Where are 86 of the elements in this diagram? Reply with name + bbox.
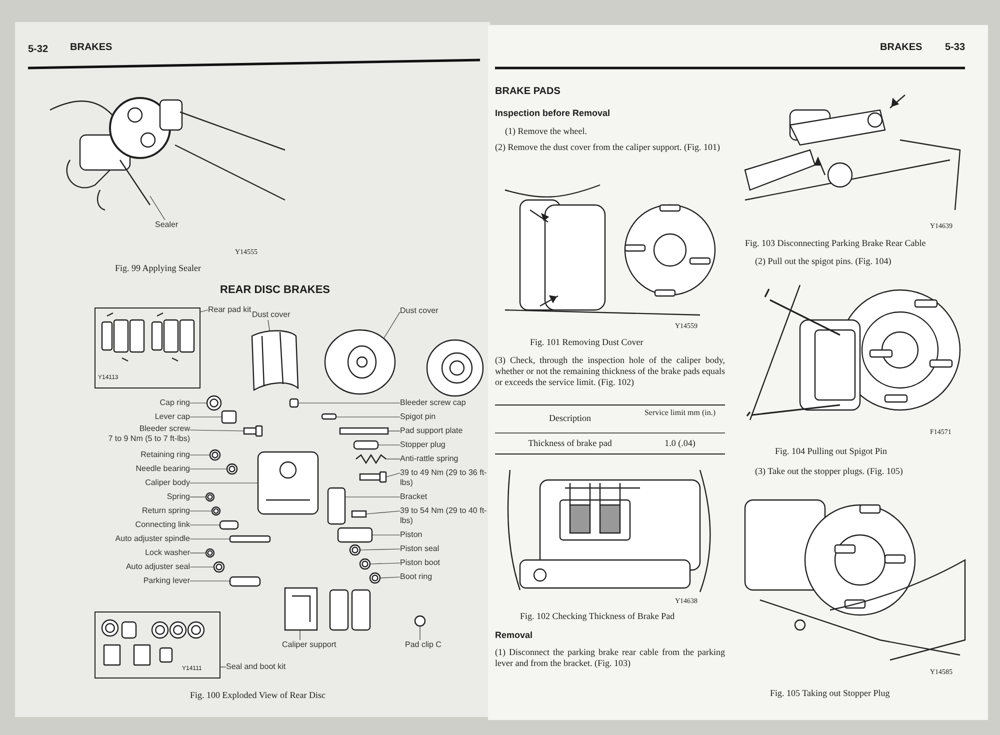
figure-caption: Fig. 99 Applying Sealer bbox=[115, 263, 202, 274]
leader-line bbox=[298, 402, 400, 404]
leader-line bbox=[344, 496, 400, 498]
torque-value: 7 to 9 Nm (5 to 7 ft-lbs) bbox=[107, 434, 190, 444]
leader-line bbox=[190, 416, 222, 418]
page-number: 5-32 bbox=[28, 44, 50, 56]
table-header: Service limit mm (in.) bbox=[643, 408, 717, 418]
leader-line bbox=[190, 482, 258, 484]
callout-label: Spring bbox=[95, 492, 190, 502]
callout-label: Pad support plate bbox=[400, 426, 490, 436]
callout-label: Lever cap bbox=[95, 412, 190, 422]
instruction-text: (2) Remove the dust cover from the caliper support. (Fig. 101) bbox=[495, 142, 721, 153]
leader-line bbox=[360, 548, 400, 550]
callout-label: Stopper plug bbox=[400, 440, 490, 450]
callout-label: Piston bbox=[400, 530, 490, 540]
running-head: BRAKES bbox=[880, 42, 924, 54]
callout-label: 39 to 54 Nm (29 to 40 ft-lbs) bbox=[400, 506, 490, 526]
leader-line bbox=[388, 430, 400, 432]
figure-caption: Fig. 103 Disconnecting Parking Brake Rear Cable bbox=[745, 238, 927, 249]
callout-label: Bleeder screw cap bbox=[400, 398, 490, 408]
leader-line bbox=[190, 552, 206, 554]
figure-caption: Fig. 102 Checking Thickness of Brake Pad bbox=[520, 611, 676, 622]
instruction-text: (3) Check, through the inspection hole of the caliper body, whether or not the remaining thickness of the brake pads equals or exceeds the service limit. (Fig. 102) bbox=[495, 355, 725, 388]
leader-line bbox=[220, 666, 226, 668]
callout-label: Caliper support bbox=[282, 640, 352, 650]
leader-line bbox=[386, 472, 400, 478]
instruction-text: (3) Take out the stopper plugs. (Fig. 105) bbox=[755, 466, 904, 477]
leader-line bbox=[200, 310, 208, 312]
subsection-heading: Removal bbox=[495, 630, 534, 641]
page-number: 5-33 bbox=[945, 42, 966, 54]
leader-line bbox=[190, 524, 220, 526]
instruction-text: (1) Remove the wheel. bbox=[505, 126, 588, 137]
callout-label: Lock washer bbox=[95, 548, 190, 558]
leader-line bbox=[386, 458, 400, 460]
instruction-text: (2) Pull out the spigot pins. (Fig. 104) bbox=[755, 256, 892, 267]
leader-line bbox=[366, 510, 400, 514]
leader-line bbox=[190, 430, 244, 432]
callout-label: Parking lever bbox=[95, 576, 190, 586]
callout-label: Spigot pin bbox=[400, 412, 490, 422]
callout-label: Cap ring bbox=[95, 398, 190, 408]
figure-caption: Fig. 100 Exploded View of Rear Disc bbox=[190, 690, 327, 701]
callout-label: Auto adjuster spindle bbox=[95, 534, 190, 544]
figure-caption: Fig. 101 Removing Dust Cover bbox=[530, 337, 644, 348]
leader-line bbox=[190, 468, 228, 470]
subsection-heading: Inspection before Removal bbox=[495, 108, 612, 119]
callout-label: 39 to 49 Nm (29 to 36 ft-lbs) bbox=[400, 468, 490, 488]
leader-line bbox=[370, 562, 400, 564]
callout-label: Boot ring bbox=[400, 572, 490, 582]
leader-line bbox=[190, 402, 208, 404]
callout-label: Piston seal bbox=[400, 544, 490, 554]
callout-label: Connecting link bbox=[95, 520, 190, 530]
callout-label: Bracket bbox=[400, 492, 490, 502]
instruction-text: (1) Disconnect the parking brake rear cable from the parking lever and from the bracket. (Fig. 103) bbox=[495, 647, 725, 669]
leader-line bbox=[378, 444, 400, 446]
table-cell-text: Thickness of brake pad bbox=[527, 438, 613, 449]
leader-line bbox=[336, 416, 400, 418]
section-heading: BRAKE PADS bbox=[495, 86, 562, 98]
leader-line bbox=[150, 196, 166, 220]
callout-label: Caliper body bbox=[95, 478, 190, 488]
table-cell-text: 1.0 (.04) bbox=[664, 438, 696, 449]
leader-line bbox=[190, 538, 230, 540]
leader-line bbox=[190, 566, 214, 568]
leader-line bbox=[190, 510, 212, 512]
callout-label: Piston boot bbox=[400, 558, 490, 568]
callout-label: Bleeder screw bbox=[138, 424, 190, 434]
table-header: Description bbox=[548, 413, 592, 424]
figure-caption: Fig. 104 Pulling out Spigot Pin bbox=[775, 446, 888, 457]
callout-label: Auto adjuster seal bbox=[95, 562, 190, 572]
callout-label: Sealer bbox=[155, 220, 187, 230]
callout-label: Anti-rattle spring bbox=[400, 454, 490, 464]
callout-label: Seal and boot kit bbox=[226, 662, 306, 672]
callout-label: Pad clip C bbox=[405, 640, 455, 650]
leader-line bbox=[384, 312, 400, 338]
callout-label: Dust cover bbox=[400, 306, 446, 316]
figure-caption: Fig. 105 Taking out Stopper Plug bbox=[770, 688, 891, 699]
leader-line bbox=[190, 454, 210, 456]
callout-label: Retaining ring bbox=[95, 450, 190, 460]
section-heading: REAR DISC BRAKES bbox=[220, 284, 332, 298]
callout-label: Needle bearing bbox=[95, 464, 190, 474]
callout-label: Dust cover bbox=[252, 310, 298, 320]
leader-line bbox=[380, 576, 400, 578]
leader-line bbox=[190, 580, 230, 582]
leader-line bbox=[372, 534, 400, 536]
running-head: BRAKES bbox=[70, 42, 114, 54]
leader-line bbox=[190, 496, 206, 498]
callout-label: Return spring bbox=[95, 506, 190, 516]
